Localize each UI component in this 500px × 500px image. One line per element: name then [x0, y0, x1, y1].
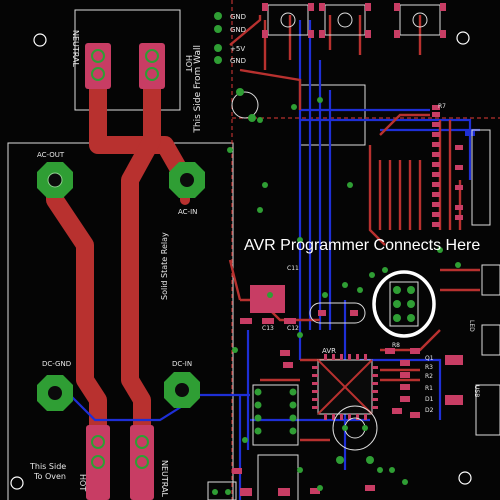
- programmer-callout-ring: [372, 270, 436, 338]
- dc-gnd-pad: [37, 375, 73, 411]
- potentiometer: [332, 405, 378, 464]
- transistor-q: [207, 481, 237, 500]
- bottom-traces: [54, 20, 480, 500]
- label-r2: R2: [425, 373, 433, 380]
- label-r1: R1: [425, 385, 433, 392]
- label-ac-out: AC-OUT: [37, 151, 65, 159]
- label-c12: C12: [287, 325, 299, 332]
- label-r8: R8: [392, 342, 400, 349]
- label-dc-gnd: DC-GND: [42, 360, 71, 368]
- label-gnd-2: GND: [230, 26, 246, 34]
- power-header: [214, 12, 222, 64]
- label-5v: +5V: [230, 45, 245, 53]
- label-neutral-bottom: NEUTRAL: [160, 460, 169, 497]
- label-avr: AVR: [322, 347, 336, 355]
- label-q1: Q1: [425, 355, 434, 362]
- neutral-top-connector: [85, 43, 111, 89]
- terminal-pads: [37, 162, 205, 411]
- label-led: LED: [468, 320, 475, 332]
- ac-out-pad: [37, 162, 73, 198]
- label-to-oven: To Oven: [33, 472, 66, 481]
- vias: [227, 97, 461, 491]
- label-r3: R3: [425, 364, 433, 371]
- isp-header: [389, 281, 419, 327]
- ac-in-pad: [169, 162, 205, 198]
- label-d1: D1: [425, 396, 434, 403]
- hot-bottom-connector: [86, 425, 110, 500]
- label-this-side-from-wall: This Side From Wall: [193, 45, 203, 134]
- hot-top-connector: [139, 43, 165, 89]
- label-usb: USB: [473, 385, 480, 397]
- label-hot-bottom: HOT: [78, 474, 87, 491]
- label-hot-top: HOT: [184, 55, 193, 72]
- smd-components-right: [432, 105, 475, 227]
- label-r7: R7: [438, 103, 446, 110]
- label-gnd-1: GND: [230, 13, 246, 21]
- label-c13: C13: [262, 325, 274, 332]
- label-dc-in: DC-IN: [172, 360, 192, 368]
- label-c11: C11: [287, 265, 299, 272]
- dc-in-pad: [164, 372, 200, 408]
- mounting-holes: [10, 31, 472, 490]
- neutral-bottom-connector: [130, 425, 154, 500]
- buzzer: [231, 88, 259, 122]
- label-gnd-3: GND: [230, 57, 246, 65]
- mains-connectors: [85, 43, 165, 500]
- dip-ic: [252, 384, 299, 446]
- regulator: [240, 285, 296, 324]
- label-solid-state-relay: Solid State Relay: [160, 232, 169, 300]
- label-this-side-to-oven: This Side: [29, 462, 66, 471]
- top-switches: [267, 4, 441, 36]
- label-d2: D2: [425, 407, 434, 414]
- crystal: [309, 302, 366, 324]
- switch-pads: [262, 3, 446, 38]
- avr-chip: [312, 354, 378, 420]
- programmer-callout-text: AVR Programmer Connects Here: [244, 237, 480, 254]
- label-ac-in: AC-IN: [178, 208, 197, 216]
- label-neutral-top: NEUTRAL: [71, 30, 80, 67]
- dashed-keepout: [231, 0, 500, 500]
- smd-parts: [232, 348, 463, 496]
- right-connector: [471, 129, 500, 436]
